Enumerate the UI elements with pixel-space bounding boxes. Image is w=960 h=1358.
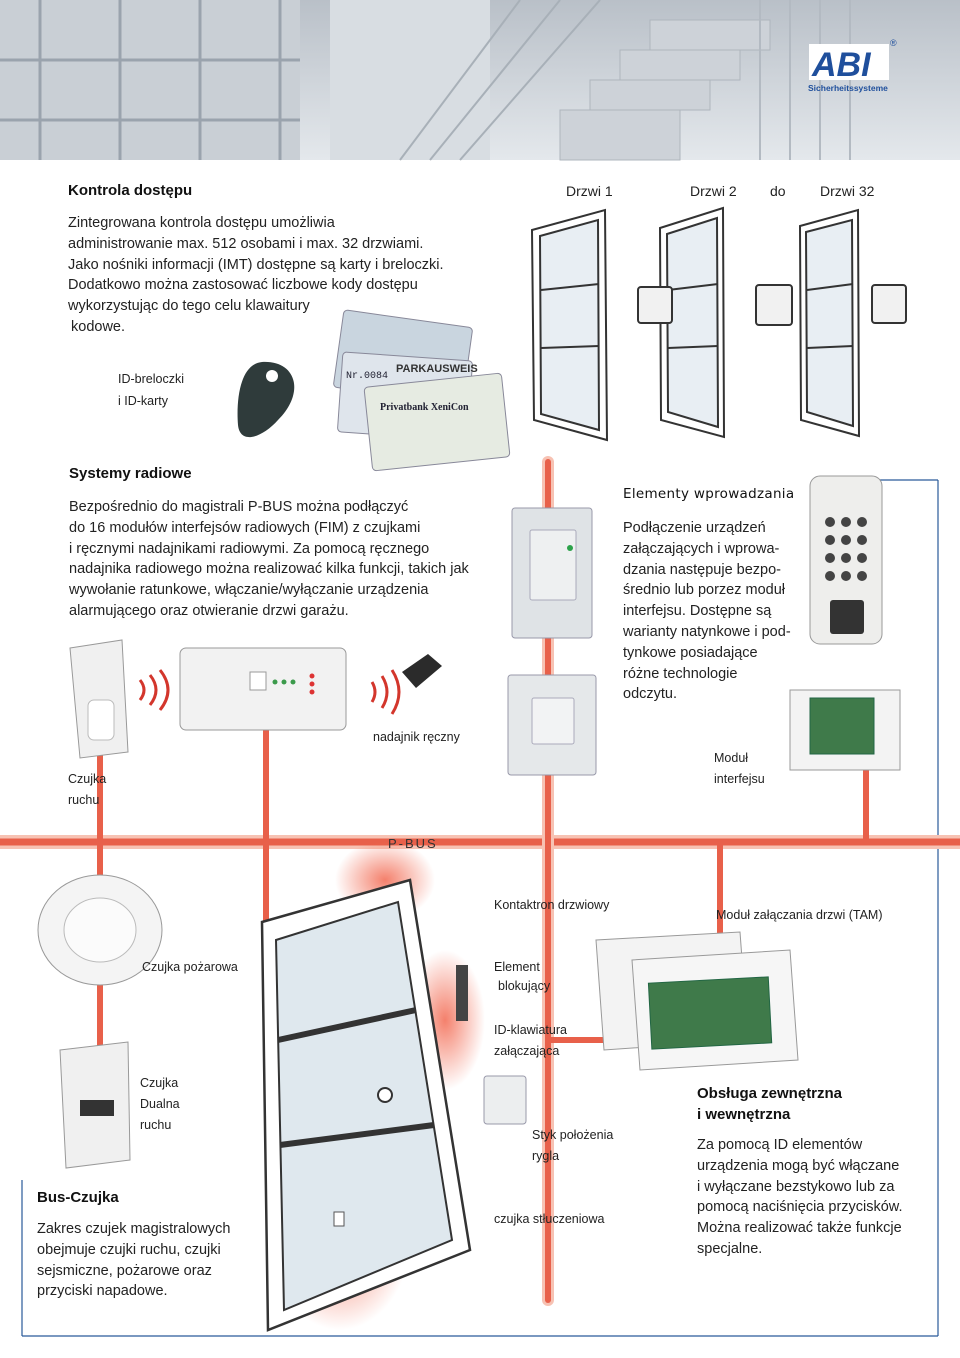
id-fob-label: ID-breloczki — [118, 372, 184, 386]
radio-line-6: alarmującego oraz otwieranie drzwi garaż… — [69, 602, 349, 619]
input-line-6: warianty natynkowe i pod- — [623, 623, 791, 640]
keypad-label-2: załączająca — [494, 1044, 560, 1058]
door-32-label: Drzwi 32 — [820, 183, 875, 199]
input-elements-text: Podłączenie urządzeń załączających i wpr… — [623, 518, 791, 705]
operation-title-2: i wewnętrzna — [697, 1106, 791, 1123]
radio-line-5: wywołanie ratunkowe, włączanie/wyłączani… — [69, 582, 429, 599]
radio-line-3: i ręcznymi nadajnikami radiowymi. Za pom… — [69, 540, 430, 557]
bolt-contact-label-2: rygla — [532, 1149, 560, 1163]
door-to-label: do — [770, 183, 786, 199]
dual-sensor-label-3: ruchu — [140, 1118, 172, 1132]
input-line-1: Podłączenie urządzeń — [623, 520, 766, 536]
operation-line-2: urządzenia mogą być włączane — [697, 1157, 900, 1174]
smoke-sensor-label: Czujka pożarowa — [142, 960, 238, 974]
card-parkausweis: PARKAUSWEIS — [396, 363, 478, 375]
radio-line-2: do 16 modułów interfejsów radiowych (FIM… — [69, 519, 421, 536]
lock-element-label-2: blokujący — [498, 979, 551, 993]
id-card-label: i ID-karty — [118, 394, 168, 408]
lock-element-label-1: Element — [494, 960, 540, 974]
input-line-3: dzania następuje bezpo- — [623, 561, 782, 578]
operation-line-5: Można realizować także funkcje — [697, 1220, 902, 1237]
bus-sensor-line-1: Zakres czujek magistralowych — [37, 1221, 231, 1237]
access-line-5: wykorzystując do tego celu klawaitury — [68, 298, 310, 315]
motion-sensor-label-2: ruchu — [68, 793, 100, 807]
input-line-4: średnio lub porzez moduł — [623, 582, 786, 599]
input-line-7: tynkowe posiadające — [623, 644, 758, 661]
tam-label: Moduł załączania drzwi (TAM) — [716, 908, 883, 922]
bus-sensor-text: Zakres czujek magistralowych obejmuje cz… — [37, 1219, 230, 1302]
cards-illustration: PARKAUSWEIS Nr.0084 Privatbank XeniCon — [237, 309, 511, 472]
radio-devices — [69, 639, 442, 759]
keypad-label-1: ID-klawiatura — [494, 1023, 567, 1037]
operation-text: Za pomocą ID elementów urządzenia mogą b… — [697, 1135, 903, 1260]
dual-sensor-label-2: Dualna — [140, 1097, 180, 1111]
header-photo — [0, 0, 960, 161]
access-control-text: Zintegrowana kontrola dostępu umożliwia … — [68, 213, 444, 338]
radio-text: Bezpośrednio do magistrali P-BUS można p… — [69, 497, 469, 622]
access-line-6: kodowe. — [71, 318, 126, 335]
logo-text: ABI — [811, 46, 872, 84]
hand-transmitter-label: nadajnik ręczny — [373, 730, 460, 744]
access-line-1: Zintegrowana kontrola dostępu umożliwia — [68, 215, 335, 231]
door-1-label: Drzwi 1 — [566, 183, 613, 199]
operation-title-1: Obsługa zewnętrzna — [697, 1085, 843, 1102]
logo-registered: ® — [890, 38, 897, 48]
access-line-2: administrowanie max. 512 osobami i max. … — [68, 235, 424, 252]
input-line-5: interfejsu. Dostępne są — [623, 603, 772, 620]
operation-line-6: specjalne. — [697, 1240, 763, 1257]
door-2-label: Drzwi 2 — [690, 183, 737, 199]
access-line-3: Jako nośniki informacji (IMT) dostępne s… — [68, 256, 444, 273]
bus-sensor-title: Bus-Czujka — [37, 1189, 119, 1206]
bolt-contact-label-1: Styk położenia — [532, 1128, 614, 1142]
operation-line-3: i wyłączane bezstykowo lub za — [697, 1178, 895, 1195]
input-line-8: różne technologie — [623, 665, 738, 682]
p-bus-label: P-BUS — [388, 836, 438, 851]
radio-line-4: nadajnika radiowego można realizować kil… — [69, 561, 469, 578]
card-bank: Privatbank XeniCon — [380, 402, 469, 413]
radio-title: Systemy radiowe — [69, 465, 192, 482]
access-line-4: Dodatkowo można zastosować liczbowe kody… — [68, 277, 418, 294]
glass-break-label: czujka stłuczeniowa — [494, 1212, 605, 1226]
tam-illustration — [483, 931, 799, 1125]
bus-sensor-line-4: przyciski napadowe. — [37, 1283, 168, 1300]
sensors-illustration — [37, 874, 163, 1169]
contact-label: Kontaktron drzwiowy — [494, 898, 610, 912]
wall-devices — [507, 475, 901, 776]
abi-logo: ABI ® Sicherheitssysteme — [808, 38, 897, 93]
doors-illustration — [530, 206, 907, 442]
input-line-2: załączających i wprowa- — [623, 540, 780, 557]
access-control-title: Kontrola dostępu — [68, 182, 193, 199]
bus-sensor-line-3: sejsmiczne, pożarowe oraz — [37, 1262, 212, 1279]
radio-line-1: Bezpośrednio do magistrali P-BUS można p… — [69, 499, 409, 515]
main-door-illustration — [260, 840, 485, 1332]
input-line-9: odczytu. — [623, 686, 677, 703]
motion-sensor-label-1: Czujka — [68, 772, 107, 786]
input-elements-title: Elementy wprowadzania — [623, 486, 795, 502]
dual-sensor-label-1: Czujka — [140, 1076, 179, 1090]
logo-tagline: Sicherheitssysteme — [808, 83, 888, 93]
operation-line-1: Za pomocą ID elementów — [697, 1137, 863, 1153]
interface-module-label-2: interfejsu — [714, 772, 765, 786]
interface-module-label-1: Moduł — [714, 751, 749, 765]
bus-sensor-line-2: obejmuje czujki ruchu, czujki — [37, 1241, 221, 1258]
operation-line-4: pomocą naciśnięcia przycisków. — [697, 1199, 903, 1216]
card-number: Nr.0084 — [346, 371, 388, 382]
